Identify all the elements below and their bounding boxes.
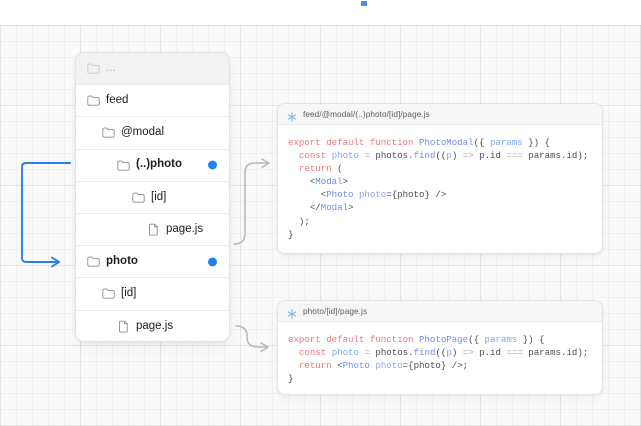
file-tree-card[interactable]: ... feed @modal (..)photo [id] page.js photo [i…: [75, 52, 230, 342]
folder-icon: [102, 126, 115, 139]
file-tree-row-photo[interactable]: photo: [76, 246, 229, 279]
folder-icon: [87, 62, 100, 75]
cursor-artifact-icon: [361, 1, 367, 6]
code-block-header: photo/[id]/page.js: [278, 301, 602, 322]
code-block-page[interactable]: photo/[id]/page.js export default functi…: [277, 300, 603, 395]
file-tree-row-label: @modal: [121, 126, 164, 139]
file-tree-row-id[interactable]: [id]: [76, 278, 229, 311]
nextjs-snowflake-icon: [287, 306, 297, 319]
code-block-source: export default function PhotoPage({ para…: [288, 334, 589, 385]
folder-icon: [102, 287, 115, 300]
top-white-strip: [0, 0, 641, 25]
code-block-path: feed/@modal/(..)photo/[id]/page.js: [303, 109, 430, 119]
code-block-modal[interactable]: feed/@modal/(..)photo/[id]/page.js expor…: [277, 103, 603, 254]
code-block-header: feed/@modal/(..)photo/[id]/page.js: [278, 104, 602, 125]
file-tree-row-photo[interactable]: (..)photo: [76, 150, 229, 182]
file-tree-row-label: photo: [106, 254, 138, 267]
code-block-source: export default function PhotoModal({ par…: [288, 137, 589, 240]
file-icon: [117, 320, 130, 333]
file-tree-row-label: (..)photo: [136, 158, 182, 171]
file-tree-row-label: [id]: [151, 190, 167, 203]
file-tree-row-label: ...: [106, 61, 116, 74]
file-icon: [147, 223, 160, 236]
file-tree-row-page-js[interactable]: page.js: [76, 214, 229, 247]
file-tree-row-id[interactable]: [id]: [76, 182, 229, 214]
folder-icon: [132, 191, 145, 204]
file-tree-row-label: feed: [106, 94, 129, 107]
file-tree-row-ellipsis[interactable]: ...: [76, 53, 229, 86]
file-tree-row-modal[interactable]: @modal: [76, 117, 229, 150]
file-tree-row-label: page.js: [136, 319, 174, 332]
file-tree-row-label: page.js: [166, 222, 204, 235]
file-tree-row-page-js[interactable]: page.js: [76, 311, 229, 342]
folder-icon: [87, 94, 100, 107]
folder-icon: [117, 159, 130, 172]
code-block-path: photo/[id]/page.js: [303, 306, 368, 316]
folder-icon: [87, 255, 100, 268]
route-marker-dot: [208, 257, 217, 267]
route-marker-dot: [208, 160, 217, 170]
file-tree-row-label: [id]: [121, 287, 137, 300]
nextjs-snowflake-icon: [287, 109, 297, 122]
file-tree-row-feed[interactable]: feed: [76, 85, 229, 118]
